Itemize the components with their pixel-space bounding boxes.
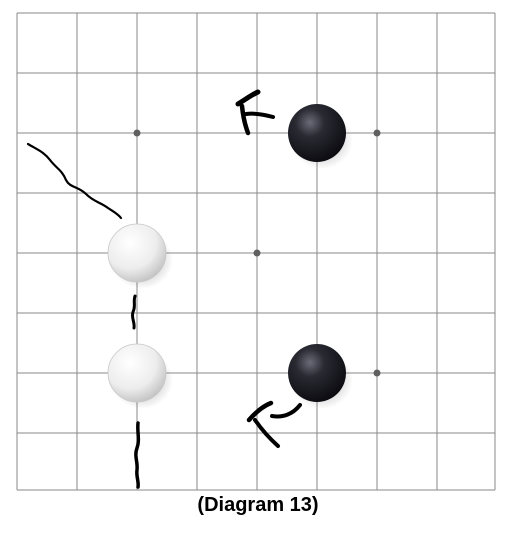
stones-layer bbox=[107, 104, 353, 409]
diagram-caption: (Diagram 13) bbox=[197, 494, 319, 516]
annotation-marks bbox=[26, 89, 302, 489]
star-point bbox=[373, 129, 381, 137]
white-stone bbox=[107, 343, 173, 409]
star-points bbox=[133, 129, 381, 377]
star-point bbox=[373, 369, 381, 377]
ink-stroke-diagonal bbox=[26, 142, 123, 220]
star-point bbox=[253, 249, 261, 257]
star-point bbox=[133, 129, 141, 137]
black-stone bbox=[288, 344, 353, 409]
board-grid bbox=[16, 12, 496, 491]
ink-stroke-bottom bbox=[134, 421, 141, 489]
arrow-lower-mark bbox=[246, 400, 302, 448]
ink-stroke-short bbox=[130, 294, 137, 330]
arrow-upper-mark bbox=[235, 89, 275, 136]
black-stone bbox=[288, 104, 353, 169]
white-stone bbox=[107, 223, 173, 289]
